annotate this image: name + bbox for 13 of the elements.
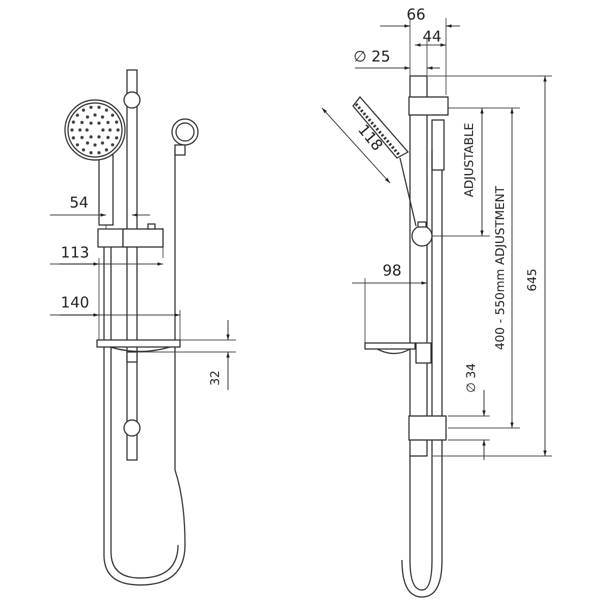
dimension-value: 32 [209,370,221,386]
diameter-dimension: ∅ 25 [354,50,390,64]
dimension-value: 118 [355,122,385,154]
dimension-value: 54 [69,196,89,210]
dimension-value: 98 [382,264,402,278]
dimension-value: 66 [406,8,426,22]
dimension-note: 400 - 550mm ADJUSTMENT [494,186,506,350]
dimension-value: 140 [60,296,90,310]
dimension-value: 113 [60,246,90,260]
dimension-note: ADJUSTABLE [463,122,475,198]
dimension-value: 645 [526,268,538,292]
diameter-dimension: ∅ 34 [465,363,477,393]
dimension-value: 44 [422,30,442,44]
